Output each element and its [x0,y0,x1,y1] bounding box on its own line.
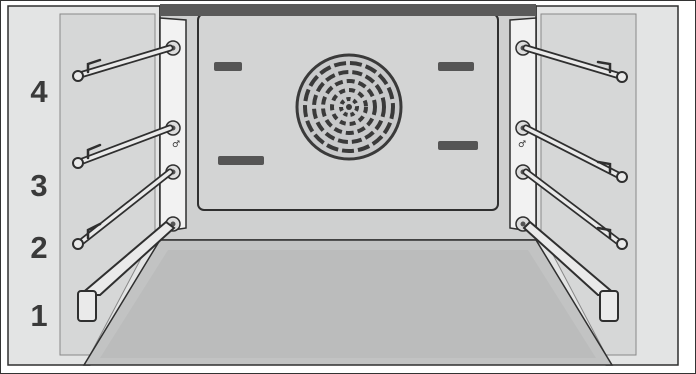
shelf-level-3-label: 3 [24,170,54,201]
slot-top-right [438,62,474,71]
ceiling-edge [160,4,536,16]
slot-top-left [214,62,242,71]
slot-bottom-right [438,141,478,150]
svg-text:♂: ♂ [518,140,526,150]
shelf-level-4-label: 4 [24,76,54,107]
oven-floor-inner [100,250,596,358]
svg-text:♂: ♂ [172,140,180,150]
shelf-level-2-label: 2 [24,232,54,263]
slot-bottom-left [218,156,264,165]
fan-cover-icon [297,55,401,159]
shelf-level-1-label: 1 [24,300,54,331]
